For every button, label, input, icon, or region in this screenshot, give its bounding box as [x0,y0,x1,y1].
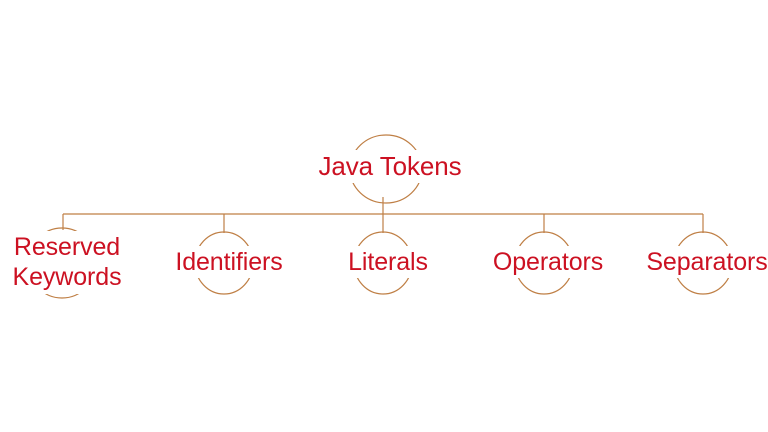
child-node-label-separators: Separators [631,246,768,278]
child-node-label-reserved-keywords: Reserved Keywords [0,231,134,294]
child-node-label-identifiers: Identifiers [154,246,304,278]
child-node-label-literals: Literals [327,246,449,278]
root-node-label: Java Tokens [306,150,474,184]
child-node-label-operators: Operators [474,246,622,278]
child-node-label-line-2: Keywords [12,262,122,291]
child-node-label-line-1: Reserved [13,233,121,261]
